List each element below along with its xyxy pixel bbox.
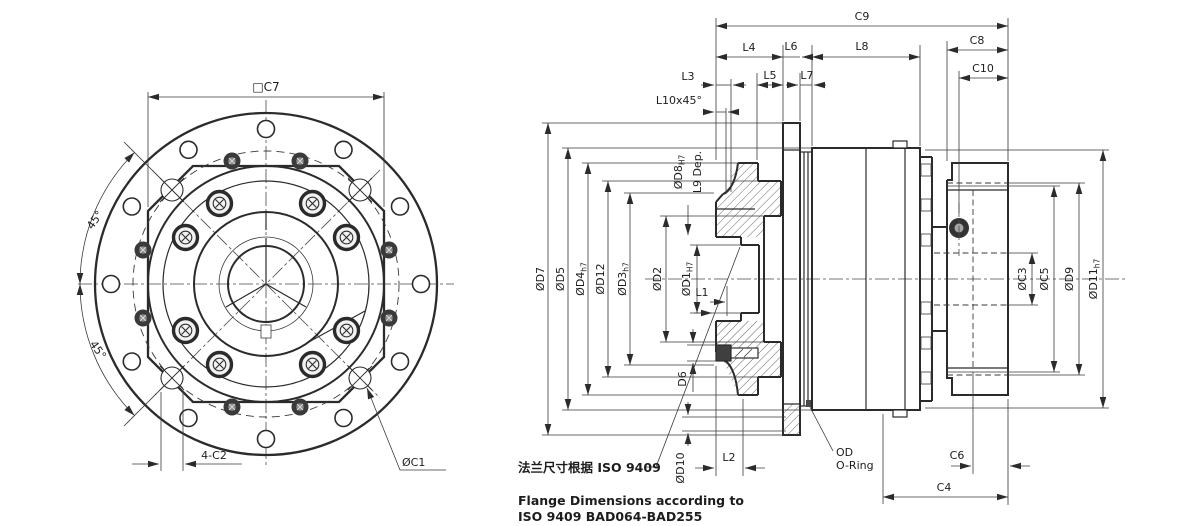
dim-label-d2: ØD2: [651, 267, 664, 291]
dim-label-c4: C4: [937, 481, 952, 494]
drawing-notes: 法兰尺寸根据 ISO 9409 Flange Dimensions accord…: [518, 460, 744, 524]
section-right-dimensions: ØC3 ØC5 ØD9 ØD11h7: [925, 149, 1109, 409]
dim-label-oc1: ØC1: [402, 456, 425, 469]
dim-label-d8: ØD8H7: [672, 155, 687, 190]
dim-label-d12: ØD12: [594, 263, 607, 294]
dim-label-l9: L9 Dep.: [691, 151, 704, 193]
dim-label-d1: ØD1H7: [680, 262, 695, 297]
front-view: □C7 45° 45° 4-C2 ØC1: [76, 80, 454, 471]
keyway-bottom-notch: [260, 324, 272, 339]
dim-label-4c2: 4-C2: [201, 449, 227, 462]
oring-label-line1: OD: [836, 446, 853, 459]
dim-label-c3: ØC3: [1016, 267, 1029, 290]
dim-oc1: ØC1: [366, 387, 446, 471]
dim-label-c6: C6: [950, 449, 965, 462]
o-ring-groove: [806, 400, 812, 407]
dim-label-c7: □C7: [252, 80, 279, 94]
section-bottom-dimensions: C6 C4: [882, 372, 1030, 505]
dim-label-d6: D6: [676, 371, 689, 386]
dim-label-l6: L6: [784, 40, 797, 53]
dim-label-l10: L10x45°: [656, 94, 702, 107]
oring-label-line2: O-Ring: [836, 459, 874, 472]
dim-label-d11: ØD11h7: [1087, 258, 1102, 299]
flange-bolt-d6: [715, 344, 759, 362]
section-view: C9 L4 L6 L8 L3 L5 L7 C10 C8 L10x45: [534, 10, 1125, 505]
inner-ring-circle: [162, 180, 370, 388]
dim-label-c8: C8: [970, 34, 985, 47]
dim-label-l2: L2: [722, 451, 735, 464]
dim-label-d5: ØD5: [554, 267, 567, 291]
boss-circle: [147, 165, 385, 403]
section-left-dimensions: ØD7 ØD5 ØD4h7 ØD12 ØD3h7 ØD2 ØD1H7 ØD8H7…: [534, 122, 812, 484]
dim-label-45-upper: 45°: [84, 208, 106, 231]
flange-note-cn: 法兰尺寸根据 ISO 9409: [518, 460, 661, 475]
flange-note-en-line2: ISO 9409 BAD064-BAD255: [518, 509, 702, 524]
dim-label-l3: L3: [681, 70, 694, 83]
dim-label-c5: ØC5: [1038, 267, 1051, 290]
dim-label-l4: L4: [742, 41, 755, 54]
dim-label-d3: ØD3h7: [616, 262, 631, 296]
dim-label-d10: ØD10: [674, 452, 687, 483]
output-spokes-icon: [225, 238, 307, 308]
dim-label-d4: ØD4h7: [574, 262, 589, 296]
dim-label-l5: L5: [763, 69, 776, 82]
dim-label-d9: ØD9: [1063, 267, 1076, 291]
dim-c7: □C7: [147, 80, 385, 207]
dim-label-c9: C9: [855, 10, 870, 23]
gearbox-body-section: [811, 140, 921, 418]
section-top-dimensions: C9 L4 L6 L8 L3 L5 L7 C10 C8 L10x45: [656, 10, 1009, 213]
housing-flange-section: [782, 122, 801, 436]
dim-label-c10: C10: [972, 62, 994, 75]
dim-label-d7: ØD7: [534, 267, 547, 291]
dim-label-l8: L8: [855, 40, 868, 53]
oring-callout: OD O-Ring: [809, 406, 874, 472]
dim-label-l1: L1: [695, 286, 708, 299]
output-flange-section: [715, 162, 782, 396]
dim-label-l7: L7: [800, 69, 813, 82]
dim-4c2: 4-C2: [132, 392, 242, 471]
motor-adapter-section: [934, 162, 1009, 396]
iso-flange-leader: [645, 246, 741, 468]
flange-note-en-line1: Flange Dimensions according to: [518, 493, 744, 508]
